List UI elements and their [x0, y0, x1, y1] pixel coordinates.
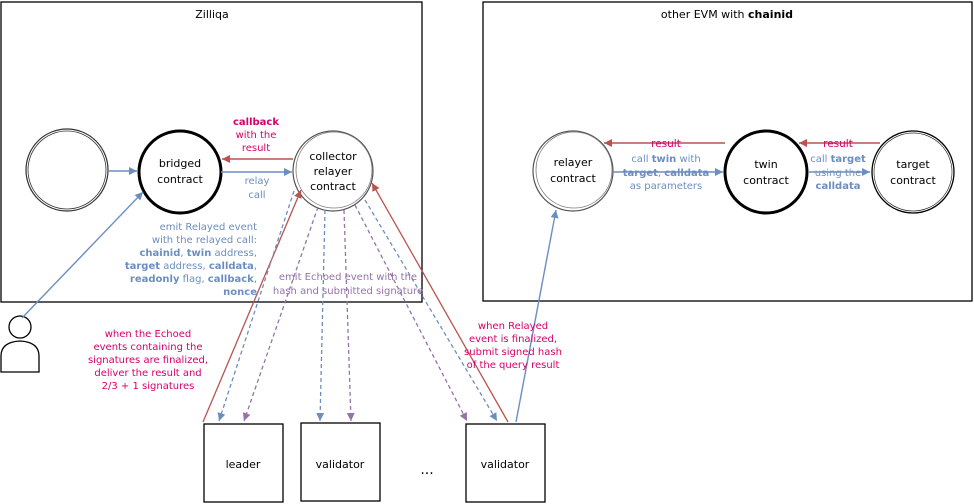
svg-text:call target: call target [810, 154, 866, 165]
collector-to-leader-echoed-arrow [242, 206, 319, 422]
svg-text:as parameters: as parameters [630, 181, 703, 192]
svg-text:chainid, twin address,: chainid, twin address, [139, 248, 257, 259]
svg-text:calldata: calldata [816, 181, 861, 192]
call-target-label: call target using the calldata [810, 154, 866, 192]
callback-label-1: callback [233, 117, 279, 128]
svg-text:submit signed hash: submit signed hash [464, 347, 562, 358]
svg-text:2/3 + 1 signatures: 2/3 + 1 signatures [102, 381, 195, 392]
relayer-contract-node-sketch [535, 131, 613, 209]
result-label-2: result [823, 138, 853, 150]
svg-text:readonly flag, callback,: readonly flag, callback, [130, 274, 257, 285]
validator-label-1: validator [316, 458, 365, 471]
relayed-finalized-label: when Relayed event is finalized, submit … [464, 321, 562, 371]
user-icon [0, 315, 40, 373]
relayer-label-2: contract [550, 172, 596, 185]
twin-label-1: twin [754, 158, 777, 171]
twin-label-2: contract [743, 174, 789, 187]
emit-echoed-label-1: emit Echoed event with the [279, 272, 417, 283]
collector-label-1: collector [309, 150, 357, 163]
svg-text:when the Echoed: when the Echoed [105, 329, 192, 340]
svg-text:target address, calldata,: target address, calldata, [125, 261, 257, 272]
target-label-1: target [896, 158, 930, 171]
deliver-result-label: when the Echoed events containing the si… [88, 329, 208, 392]
bridged-contract-node [137, 129, 223, 215]
validator-box-2 [465, 423, 546, 503]
twin-contract-node [723, 129, 809, 215]
relayer-contract-node [532, 130, 614, 212]
svg-text:of the query result: of the query result [467, 360, 560, 371]
svg-text:call twin with: call twin with [631, 154, 700, 165]
validator-ellipsis: ... [420, 462, 433, 478]
validator-submit-hash-arrow [371, 182, 509, 423]
svg-text:events containing the: events containing the [93, 342, 202, 353]
relay-call-label-2: call [248, 190, 265, 201]
svg-text:when Relayed: when Relayed [478, 321, 548, 332]
collector-to-validator2-echoed-arrow [354, 204, 468, 422]
svg-text:using the: using the [815, 168, 862, 179]
svg-text:emit Relayed event: emit Relayed event [160, 222, 257, 233]
target-contract-node-sketch [873, 132, 953, 212]
relayer-label-1: relayer [554, 156, 593, 169]
leader-box [203, 423, 284, 503]
callback-label-2: with the [236, 130, 277, 141]
evm-region [482, 1, 973, 302]
collector-label-2: relayer [314, 165, 353, 178]
relay-call-label-1: relay [245, 176, 270, 187]
result-label-1: result [651, 138, 681, 150]
zilliqa-region [0, 1, 423, 303]
evm-title: other EVM with chainid [661, 8, 793, 21]
external-caller-node-sketch [27, 130, 107, 210]
svg-text:event is finalized,: event is finalized, [469, 334, 557, 345]
external-caller-node [25, 128, 109, 212]
validator-to-relayer-arrow [515, 209, 559, 423]
collector-to-validator1-relayed-arrow [316, 209, 326, 422]
callback-label-3: result [242, 143, 270, 154]
zilliqa-title: Zilliqa [195, 8, 228, 21]
svg-text:deliver the result and: deliver the result and [94, 368, 201, 379]
target-contract-node [871, 130, 955, 214]
validator-box-1 [300, 422, 381, 502]
leader-label: leader [226, 458, 261, 471]
collector-to-validator1-echoed-arrow [343, 209, 355, 422]
svg-text:with the relayed call:: with the relayed call: [152, 235, 257, 246]
target-label-2: contract [890, 174, 936, 187]
collector-to-validator2-relayed-arrow [364, 199, 498, 422]
bridged-contract-label-1: bridged [159, 157, 201, 170]
collector-label-3: contract [310, 180, 356, 193]
svg-text:target, calldata: target, calldata [623, 168, 710, 179]
collector-to-leader-relayed-arrow [217, 190, 295, 422]
svg-text:signatures are finalized,: signatures are finalized, [88, 355, 208, 366]
collector-relayer-node [292, 130, 374, 212]
user-to-bridged-arrow [21, 191, 144, 319]
leader-deliver-arrow [202, 189, 302, 423]
collector-relayer-node-sketch [295, 131, 373, 209]
emit-relayed-label: emit Relayed event with the relayed call… [125, 222, 257, 298]
bridged-contract-label-2: contract [157, 173, 203, 186]
validator-label-2: validator [481, 458, 530, 471]
call-twin-label: call twin with target, calldata as param… [623, 154, 710, 192]
svg-text:nonce: nonce [223, 287, 257, 298]
emit-echoed-label-2: hash and submitted signature [273, 286, 423, 297]
